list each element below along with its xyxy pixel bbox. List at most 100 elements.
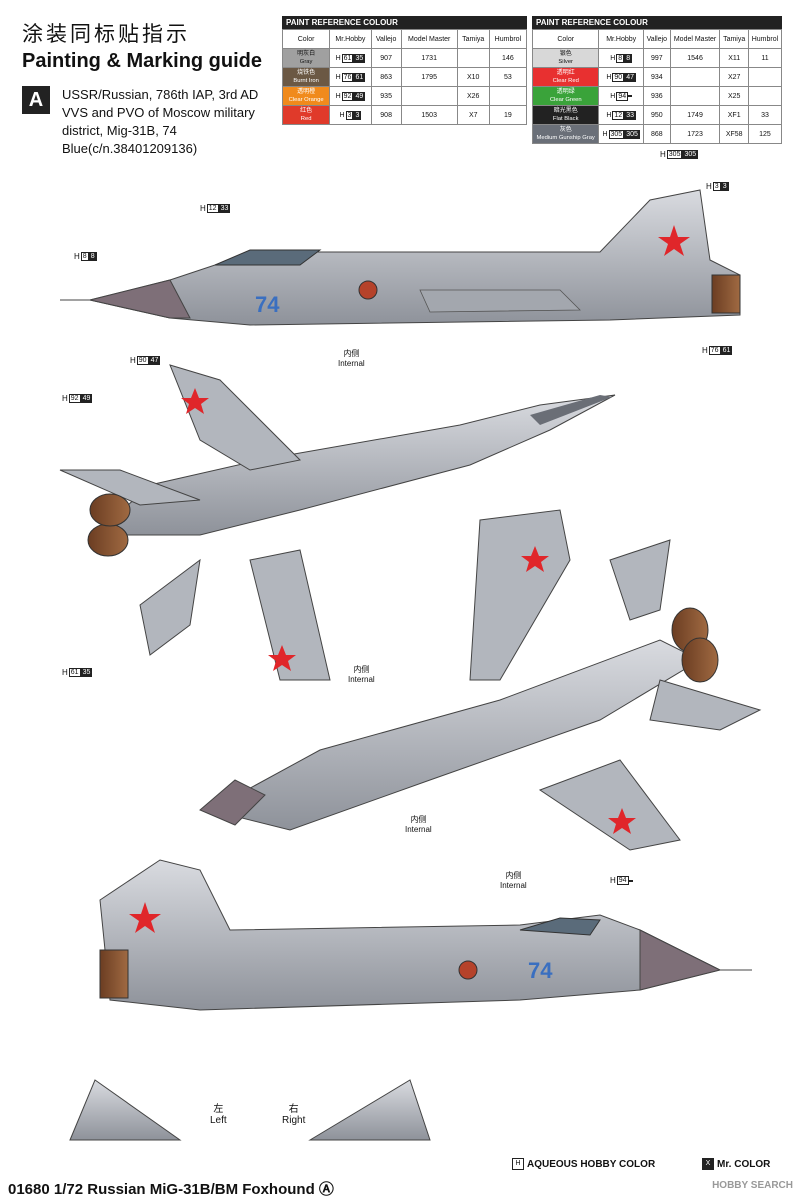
top-view-upper [59, 364, 616, 681]
paint-mm [400, 86, 458, 106]
paint-mm: 1731 [400, 48, 458, 68]
side-view-right: 74 [99, 859, 752, 1011]
paint-tamiya: X26 [456, 86, 490, 106]
paint-table-caption: PAINT REFERENCE COLOUR [532, 16, 782, 29]
paint-vallejo: 863 [370, 67, 402, 87]
paint-humbrol: 19 [488, 105, 528, 125]
scheme-description: USSR/Russian, 786th IAP, 3rd AD VVS and … [62, 87, 259, 156]
tail-fin-right [308, 1079, 431, 1141]
paint-table-caption: PAINT REFERENCE COLOUR [282, 16, 527, 29]
bottom-view [199, 509, 762, 851]
tail-number-side-2: 74 [528, 958, 553, 983]
paint-mm [669, 86, 721, 106]
tail-number-side-1: 74 [255, 292, 280, 317]
paint-mm: 1546 [669, 48, 721, 68]
paint-tamiya: X7 [456, 105, 490, 125]
paint-tamiya: X11 [719, 48, 749, 68]
page-title-cn: 涂装同标贴指示 [22, 22, 190, 46]
col-vallejo: Vallejo [370, 29, 402, 49]
col-color: Color [531, 29, 600, 49]
paint-mm: 1795 [400, 67, 458, 87]
paint-vallejo: 997 [642, 48, 671, 68]
tail-fin-left [69, 1079, 182, 1141]
aircraft-illustrations: 74 74 [59, 189, 762, 1141]
paint-tamiya: X10 [456, 67, 490, 87]
paint-mm [669, 67, 721, 87]
paint-vallejo: 934 [642, 67, 671, 87]
col-vallejo: Vallejo [642, 29, 671, 49]
col-humbrol: Humbrol [488, 29, 528, 49]
paint-humbrol: 146 [488, 48, 528, 68]
col-tamiya: Tamiya [719, 29, 749, 49]
paint-tamiya: X27 [719, 67, 749, 87]
paint-vallejo: 950 [642, 105, 671, 125]
paint-humbrol [488, 86, 528, 106]
col-color: Color [281, 29, 331, 49]
scheme-letter-badge: A [22, 86, 50, 114]
emblem-crest [358, 280, 378, 300]
col-modelmaster: Model Master [669, 29, 721, 49]
col-mrhobby: Mr.Hobby [329, 29, 372, 49]
red-star-tail [658, 225, 690, 256]
footer-title: 01680 1/72 Russian MiG-31B/BM Foxhound Ⓐ [8, 1181, 334, 1198]
paint-vallejo: 936 [642, 86, 671, 106]
legend-mrcolor-swatch: X [702, 1158, 714, 1170]
paint-tamiya [456, 48, 490, 68]
paint-tamiya: XF1 [719, 105, 749, 125]
paint-mm: 1503 [400, 105, 458, 125]
paint-humbrol: 125 [747, 124, 783, 144]
side-view-left: 74 [60, 189, 741, 326]
paint-humbrol: 33 [747, 105, 783, 125]
paint-tamiya: X25 [719, 86, 749, 106]
legend-aqueous-swatch: H [512, 1158, 524, 1170]
paint-humbrol [747, 67, 783, 87]
paint-mm: 1723 [669, 124, 721, 144]
watermark: HOBBY SEARCH [712, 1180, 793, 1191]
paint-vallejo: 935 [370, 86, 402, 106]
col-mrhobby: Mr.Hobby [598, 29, 644, 49]
paint-humbrol: 53 [488, 67, 528, 87]
paint-mm: 1749 [669, 105, 721, 125]
paint-reference-table-1: PAINT REFERENCE COLOUR Color Mr.Hobby Va… [281, 16, 528, 125]
page-title-en: Painting & Marking guide [22, 50, 263, 72]
paint-vallejo: 907 [370, 48, 402, 68]
